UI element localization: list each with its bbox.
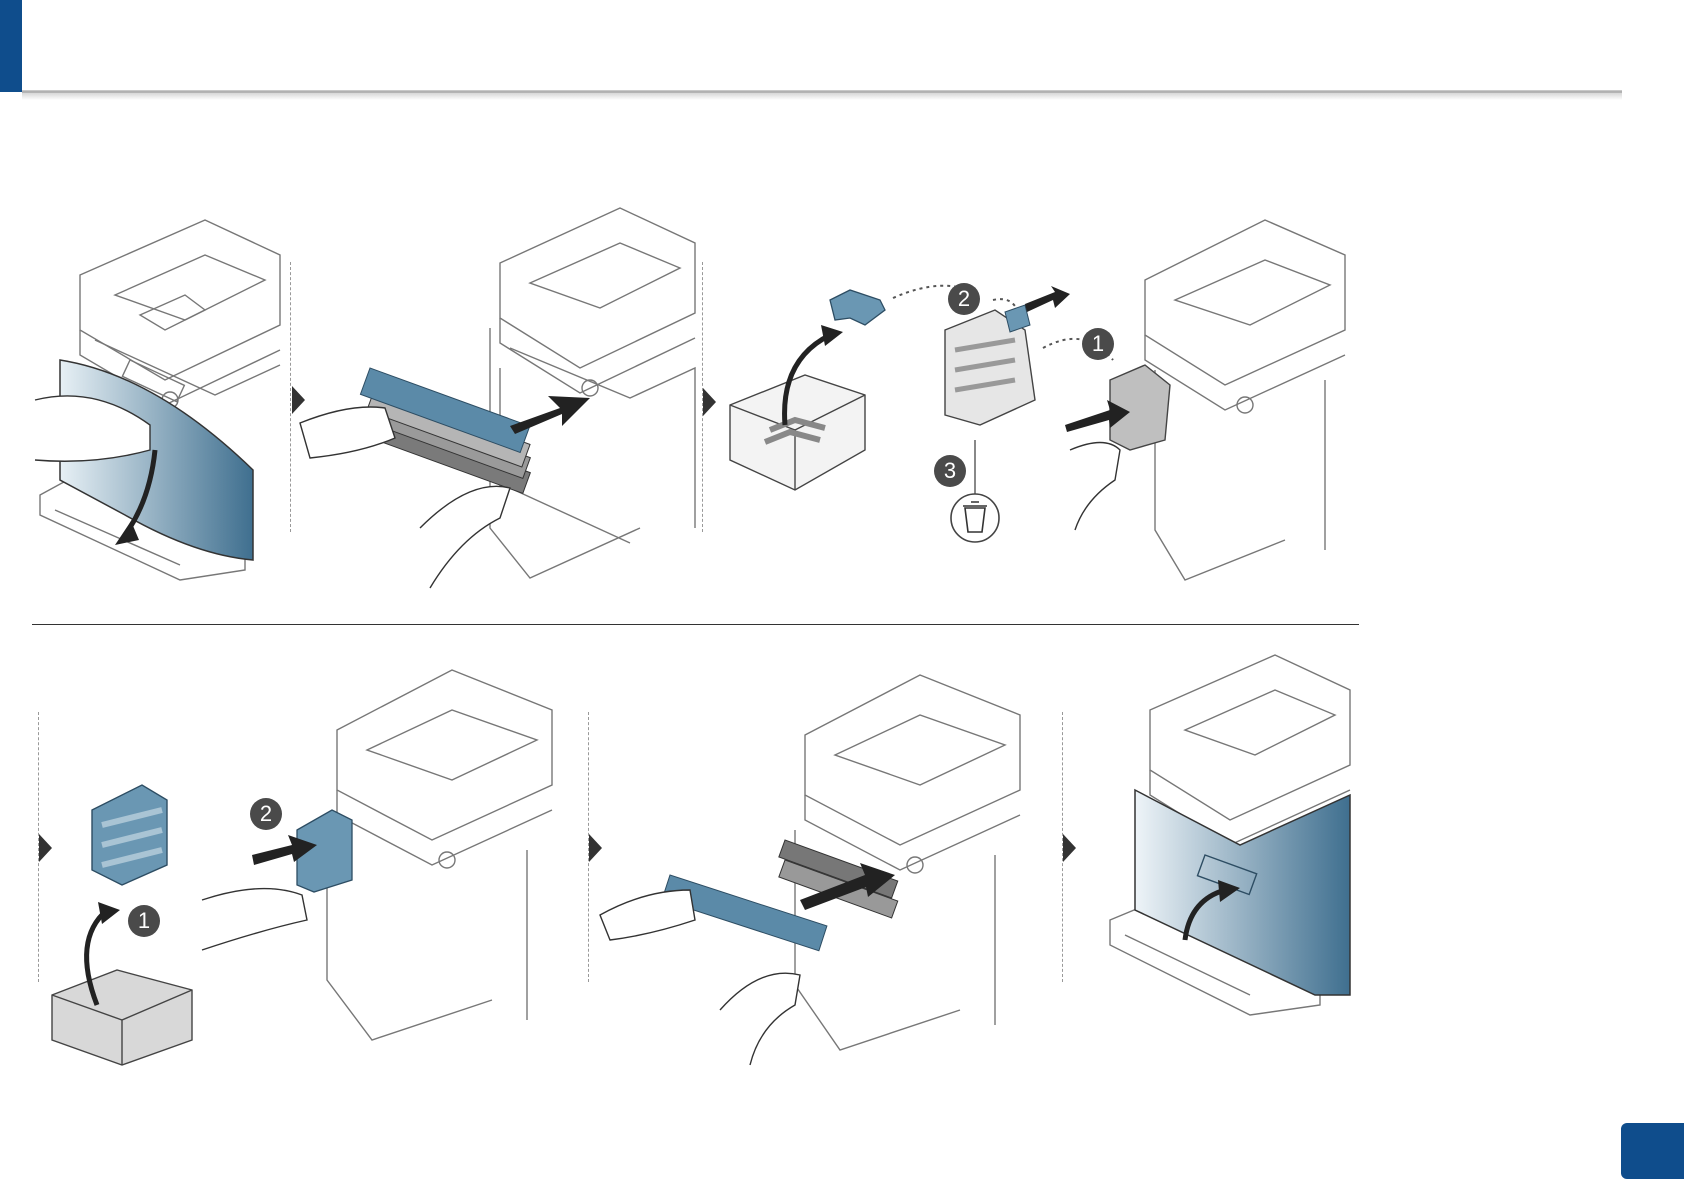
illustration-close-front-cover [1110,650,1355,1020]
page-number-badge [1621,1123,1684,1179]
callout-2: 2 [948,283,980,315]
row-divider [32,624,1359,625]
callout-1: 1 [1082,328,1114,360]
illustration-waste-container [725,200,1345,600]
step-arrow [39,834,52,862]
callout-1: 1 [128,905,160,937]
illustration-remove-toner [300,198,700,588]
illustration-open-front-cover [35,215,285,585]
illustration-insert-toner [600,665,1030,1065]
step-arrow [1063,834,1076,862]
callout-2: 2 [250,798,282,830]
header-shadow [22,90,1622,100]
panel-separator [290,262,291,532]
header-accent-tab [0,0,22,92]
callout-3: 3 [934,455,966,487]
illustration-insert-waste-container [52,660,562,1070]
step-arrow [703,388,716,416]
